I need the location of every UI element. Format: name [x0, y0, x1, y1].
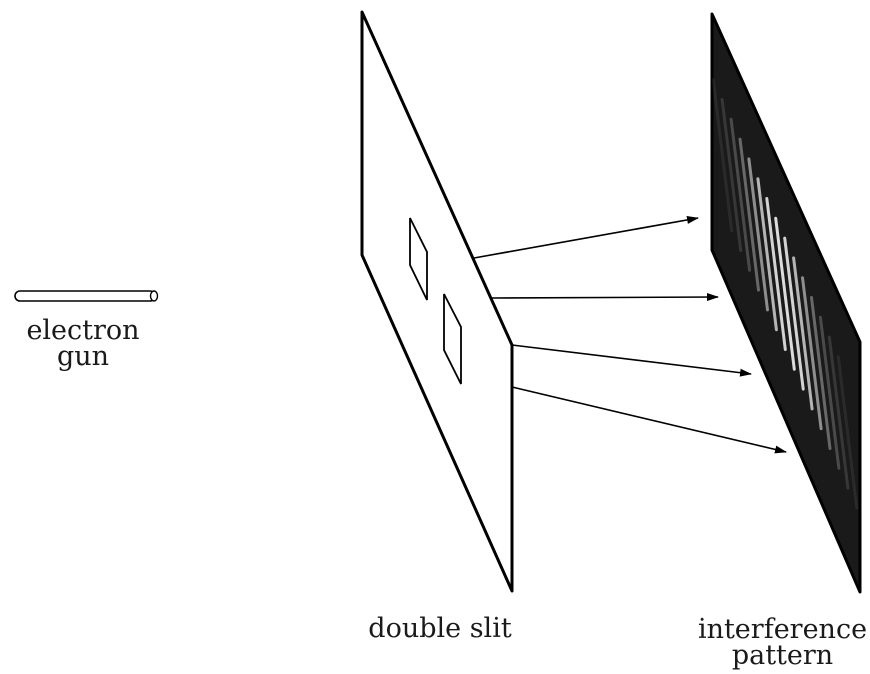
- slit-upper: [409, 217, 428, 301]
- electron-paths: [473, 215, 787, 454]
- path-arrow-1: [473, 215, 699, 259]
- double-slit-panel: [360, 10, 514, 593]
- fringe-band: [756, 177, 778, 332]
- fringe-band: [747, 157, 769, 312]
- path-arrow-3: [511, 344, 752, 377]
- fringe-band: [836, 355, 859, 510]
- fringe-band: [720, 98, 743, 252]
- fringe-band: [729, 117, 752, 272]
- fringe-band: [827, 335, 850, 490]
- electron-gun-label-line1: electron: [26, 315, 140, 346]
- electron-gun-label-line2: gun: [56, 341, 110, 372]
- electron-gun-label: electron gun: [18, 315, 148, 372]
- fringe-band: [792, 256, 814, 411]
- interference-fringes: [712, 78, 859, 510]
- detection-screen: [710, 12, 862, 594]
- double-slit-label: double slit: [355, 613, 525, 644]
- fringe-band: [783, 236, 805, 391]
- fringe-band: [818, 315, 841, 470]
- interference-pattern-label-line1: interference: [697, 614, 868, 645]
- path-arrow-4: [511, 386, 787, 454]
- interference-pattern-label-line2: pattern: [731, 640, 834, 671]
- fringe-band: [712, 78, 734, 233]
- interference-pattern-label: interference pattern: [695, 614, 870, 671]
- fringe-band: [774, 216, 796, 371]
- fringe-band: [801, 276, 823, 431]
- fringe-band: [738, 137, 760, 292]
- fringe-band: [765, 197, 787, 351]
- double-slit-label-text: double slit: [368, 613, 512, 644]
- path-arrow-2: [491, 293, 719, 302]
- slit-lower: [443, 293, 462, 385]
- fringe-band: [810, 296, 832, 450]
- electron-gun: [14, 290, 159, 302]
